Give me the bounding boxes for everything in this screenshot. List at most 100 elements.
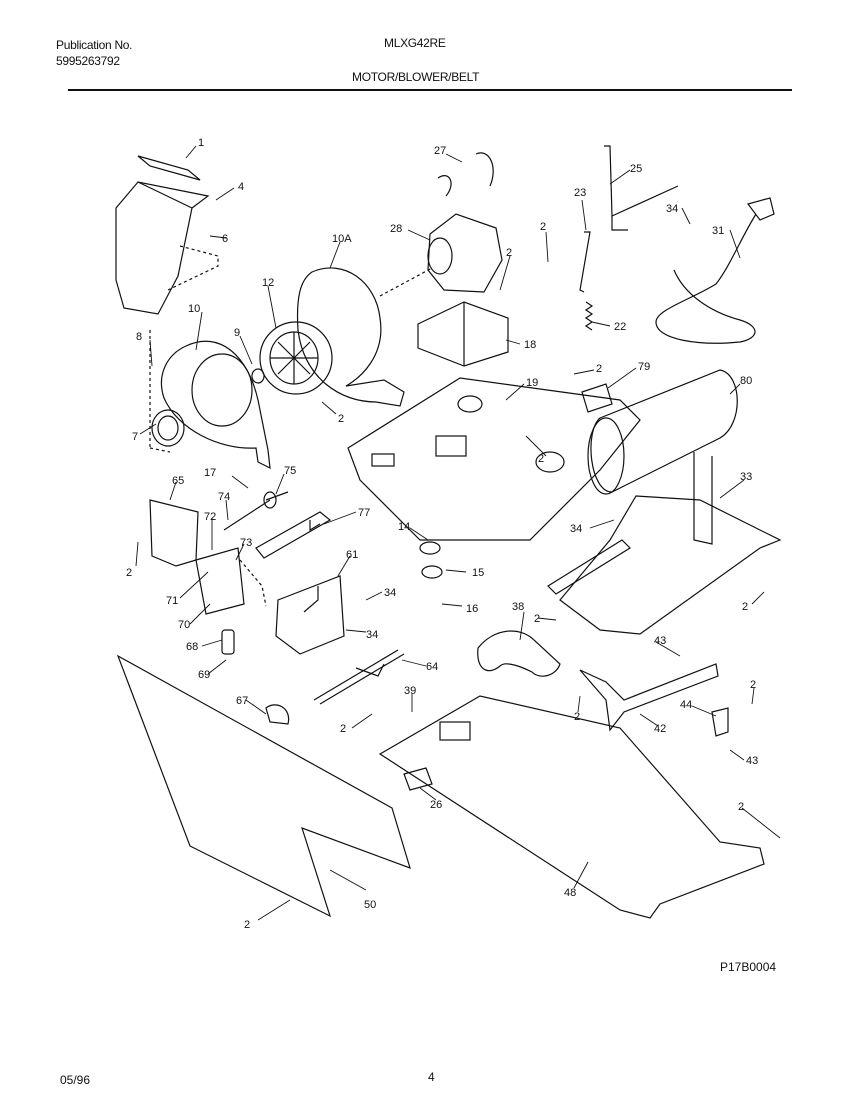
part-blower-housing-rear bbox=[296, 267, 405, 407]
part-power-cord bbox=[655, 213, 757, 344]
callout-2-clip: 2 bbox=[750, 679, 756, 691]
callout-2-base: 2 bbox=[538, 453, 544, 465]
callout-38: 38 bbox=[512, 601, 524, 613]
callout-43-lower: 43 bbox=[746, 755, 758, 767]
part-drum-shaft bbox=[313, 649, 405, 705]
callout-65: 65 bbox=[172, 475, 184, 487]
callout-22: 22 bbox=[614, 321, 626, 333]
callout-67: 67 bbox=[236, 695, 248, 707]
callout-7: 7 bbox=[132, 431, 138, 443]
part-idler-spring bbox=[584, 301, 594, 331]
callout-80: 80 bbox=[740, 375, 752, 387]
callout-64: 64 bbox=[426, 661, 438, 673]
callout-19: 19 bbox=[526, 377, 538, 389]
callout-labels: 1 4 6 10A 10 12 8 9 7 2 17 75 27 28 2 2 … bbox=[126, 137, 758, 931]
callout-2-plate: 2 bbox=[126, 567, 132, 579]
callout-33: 33 bbox=[740, 471, 752, 483]
part-bushing bbox=[221, 629, 235, 655]
callout-77: 77 bbox=[358, 507, 370, 519]
part-base-frame bbox=[378, 695, 765, 919]
callout-8: 8 bbox=[136, 331, 142, 343]
part-heater-drum bbox=[590, 369, 738, 493]
part-drive-motor bbox=[427, 213, 503, 293]
section-title: MOTOR/BLOWER/BELT bbox=[352, 70, 480, 84]
part-idler-bracket bbox=[255, 511, 332, 559]
publication-number: 5995263792 bbox=[56, 54, 120, 68]
part-seal-ring bbox=[151, 409, 185, 447]
part-motor-mount bbox=[417, 301, 509, 367]
callout-28: 28 bbox=[390, 223, 402, 235]
callout-42: 42 bbox=[654, 723, 666, 735]
header-rule bbox=[68, 89, 792, 91]
part-washer bbox=[251, 368, 265, 384]
callout-6: 6 bbox=[222, 233, 228, 245]
part-blower-housing-front bbox=[160, 340, 271, 470]
callout-2-shaft: 2 bbox=[340, 723, 346, 735]
callout-2-mount: 2 bbox=[540, 221, 546, 233]
callout-34-lower: 34 bbox=[366, 629, 378, 641]
callout-27: 27 bbox=[434, 145, 446, 157]
callout-16: 16 bbox=[466, 603, 478, 615]
part-cover-plate bbox=[149, 499, 199, 567]
part-rail-bracket bbox=[579, 663, 719, 732]
callout-2-motor: 2 bbox=[506, 247, 512, 259]
callout-26: 26 bbox=[430, 799, 442, 811]
callout-2-bracket: 2 bbox=[596, 363, 602, 375]
part-centrifugal-switch bbox=[195, 547, 245, 615]
part-rear-bearing bbox=[265, 704, 290, 725]
callout-72: 72 bbox=[204, 511, 216, 523]
part-idler-arm bbox=[579, 231, 591, 293]
part-roller-base bbox=[421, 565, 443, 579]
callout-2-frame: 2 bbox=[738, 801, 744, 813]
callout-2-panel: 2 bbox=[244, 919, 250, 931]
callout-10a: 10A bbox=[332, 233, 352, 245]
callout-23: 23 bbox=[574, 187, 586, 199]
drawing-code: P17B0004 bbox=[720, 960, 777, 974]
callout-71: 71 bbox=[166, 595, 178, 607]
publication-label: Publication No. bbox=[56, 38, 133, 52]
footer-date: 05/96 bbox=[60, 1073, 91, 1087]
part-roller bbox=[419, 541, 441, 555]
callout-75: 75 bbox=[284, 465, 296, 477]
part-idler-rod bbox=[604, 145, 679, 217]
callout-2-blower: 2 bbox=[338, 413, 344, 425]
callout-15: 15 bbox=[472, 567, 484, 579]
callout-73: 73 bbox=[240, 537, 252, 549]
part-burner-tray bbox=[559, 495, 782, 635]
callout-61: 61 bbox=[346, 549, 358, 561]
part-clip bbox=[711, 707, 729, 737]
callout-74: 74 bbox=[218, 491, 230, 503]
callout-2-duct: 2 bbox=[534, 613, 540, 625]
callout-31: 31 bbox=[712, 225, 724, 237]
callout-34-bracket: 34 bbox=[384, 587, 396, 599]
part-exhaust-duct bbox=[115, 181, 210, 315]
callout-79: 79 bbox=[638, 361, 650, 373]
callout-18: 18 bbox=[524, 339, 536, 351]
callout-25: 25 bbox=[630, 163, 642, 175]
part-blower-wheel bbox=[259, 321, 333, 395]
model-number: MLXG42RE bbox=[384, 36, 446, 50]
callout-69: 69 bbox=[198, 669, 210, 681]
callout-2-tray: 2 bbox=[742, 601, 748, 613]
callout-1: 1 bbox=[198, 137, 204, 149]
part-vent-strip bbox=[137, 155, 201, 181]
callout-9: 9 bbox=[234, 327, 240, 339]
footer-page-number: 4 bbox=[428, 1070, 435, 1084]
callout-14: 14 bbox=[398, 521, 410, 533]
callout-44: 44 bbox=[680, 699, 692, 711]
callout-4: 4 bbox=[238, 181, 244, 193]
part-base-plate bbox=[347, 377, 641, 541]
callout-43-upper: 43 bbox=[654, 635, 666, 647]
part-rear-panel bbox=[116, 654, 411, 918]
part-elbow-duct bbox=[477, 630, 561, 677]
callout-50: 50 bbox=[364, 899, 376, 911]
callout-48: 48 bbox=[564, 887, 576, 899]
callout-2-rail: 2 bbox=[574, 711, 580, 723]
part-pad bbox=[403, 767, 433, 791]
part-harness bbox=[437, 152, 494, 197]
callout-12: 12 bbox=[262, 277, 274, 289]
part-pulley-shaft bbox=[223, 491, 289, 531]
callout-10: 10 bbox=[188, 303, 200, 315]
callout-70: 70 bbox=[178, 619, 190, 631]
